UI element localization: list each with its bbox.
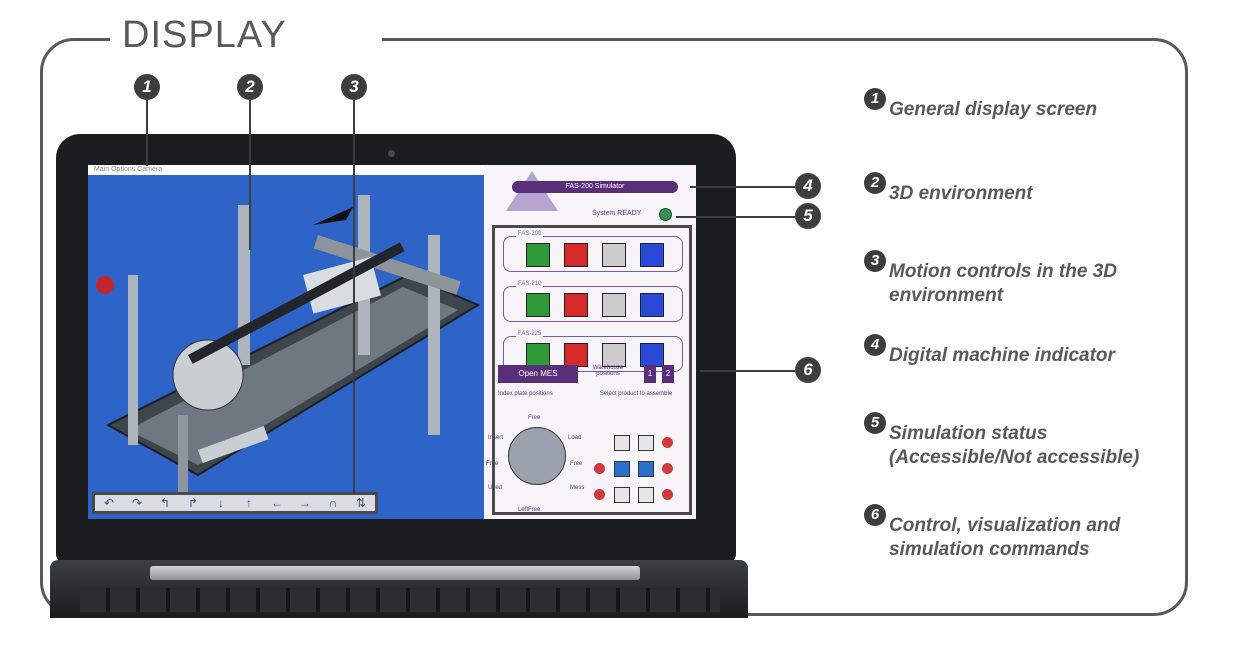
keyboard bbox=[80, 588, 720, 612]
product-select-button[interactable] bbox=[662, 437, 673, 448]
station-label: FAS-200 bbox=[516, 231, 544, 237]
product-select-button[interactable] bbox=[662, 489, 673, 500]
dial-bottom-label: LeftFree bbox=[518, 507, 541, 513]
laptop-hinge bbox=[150, 566, 640, 580]
legend-item-1: 1 General display screen bbox=[864, 88, 1184, 128]
3d-environment-view[interactable] bbox=[88, 175, 484, 519]
webcam-icon bbox=[388, 150, 395, 157]
product-select-button[interactable] bbox=[594, 489, 605, 500]
station-group-1: FAS-200 bbox=[503, 231, 683, 272]
callout-line-1 bbox=[146, 100, 148, 166]
warehouse-label: Warehouse positions bbox=[592, 365, 624, 377]
zoom-icon[interactable]: ⇅ bbox=[355, 496, 367, 510]
dial-label: Load bbox=[568, 435, 582, 441]
callout-line-3 bbox=[353, 100, 355, 494]
callout-4: 4 bbox=[795, 173, 821, 199]
dial-label: Free bbox=[570, 461, 583, 467]
warehouse-position-2[interactable]: 2 bbox=[662, 365, 674, 383]
product-select-button[interactable] bbox=[594, 463, 605, 474]
legend-number: 2 bbox=[864, 172, 886, 194]
legend-item-3: 3 Motion controls in the 3D environment bbox=[864, 250, 1184, 310]
stop-button[interactable] bbox=[564, 343, 588, 367]
index-plate-label: Index plate positions bbox=[498, 391, 553, 397]
legend-number: 3 bbox=[864, 250, 886, 272]
mode-knob[interactable] bbox=[602, 343, 626, 367]
move-right-icon[interactable]: → bbox=[299, 496, 311, 510]
product-slot[interactable] bbox=[638, 487, 654, 503]
callout-1: 1 bbox=[134, 74, 160, 100]
callout-3: 3 bbox=[341, 74, 367, 100]
legend-number: 5 bbox=[864, 412, 886, 434]
reset-button[interactable] bbox=[640, 293, 664, 317]
product-slot[interactable] bbox=[614, 461, 630, 477]
callout-5: 5 bbox=[795, 203, 821, 229]
title-gap bbox=[110, 20, 382, 60]
open-mes-button[interactable]: Open MES bbox=[498, 365, 578, 383]
move-left-icon[interactable]: ← bbox=[271, 496, 283, 510]
turn-right-icon[interactable]: ↱ bbox=[187, 496, 199, 510]
legend-text: Simulation status (Accessible/Not access… bbox=[889, 423, 1140, 468]
legend-number: 6 bbox=[864, 504, 886, 526]
callout-6: 6 bbox=[795, 357, 821, 383]
reset-button[interactable] bbox=[640, 243, 664, 267]
start-button[interactable] bbox=[526, 243, 550, 267]
station-group-3: FAS-225 bbox=[503, 331, 683, 372]
product-slot[interactable] bbox=[614, 487, 630, 503]
product-slot[interactable] bbox=[638, 461, 654, 477]
orbit-icon[interactable]: ∩ bbox=[328, 496, 338, 510]
product-slot[interactable] bbox=[638, 435, 654, 451]
dial-label: Mess bbox=[570, 485, 585, 491]
move-down-icon[interactable]: ↓ bbox=[218, 496, 224, 510]
legend-item-4: 4 Digital machine indicator bbox=[864, 334, 1184, 374]
callout-line-4 bbox=[690, 186, 795, 188]
status-label: System READY bbox=[592, 210, 642, 217]
status-led bbox=[659, 208, 672, 221]
rotate-right-icon[interactable]: ↷ bbox=[131, 496, 143, 510]
move-up-icon[interactable]: ↑ bbox=[246, 496, 252, 510]
callout-2: 2 bbox=[237, 74, 263, 100]
legend-text: 3D environment bbox=[889, 183, 1033, 204]
callout-line-5 bbox=[676, 216, 795, 218]
index-plate-dial[interactable] bbox=[508, 427, 566, 485]
mode-knob[interactable] bbox=[602, 243, 626, 267]
motion-controls-toolbar: ↶ ↷ ↰ ↱ ↓ ↑ ← → ∩ ⇅ bbox=[92, 492, 378, 514]
station-label: FAS-225 bbox=[516, 331, 544, 337]
legend-text: Control, visualization and simulation co… bbox=[889, 515, 1121, 560]
page-title: DISPLAY bbox=[122, 14, 287, 56]
rotate-left-icon[interactable]: ↶ bbox=[103, 496, 115, 510]
legend-text: Digital machine indicator bbox=[889, 345, 1115, 366]
turn-left-icon[interactable]: ↰ bbox=[159, 496, 171, 510]
callout-line-6 bbox=[700, 370, 795, 372]
machine-3d-model bbox=[96, 195, 481, 505]
select-product-label: Select product to assemble bbox=[599, 391, 673, 397]
control-panel: FAS-200 Simulator System READY FAS-200 F… bbox=[484, 165, 696, 519]
station-label: FAS-210 bbox=[516, 281, 544, 287]
product-select-button[interactable] bbox=[662, 463, 673, 474]
dial-label: Free bbox=[486, 461, 499, 467]
start-button[interactable] bbox=[526, 293, 550, 317]
legend-text: Motion controls in the 3D environment bbox=[889, 261, 1117, 306]
legend-number: 1 bbox=[864, 88, 886, 110]
stop-button[interactable] bbox=[564, 243, 588, 267]
legend-item-6: 6 Control, visualization and simulation … bbox=[864, 504, 1184, 564]
screen-menu[interactable]: Main Options Camera bbox=[88, 165, 490, 175]
dial-top-label: Free bbox=[528, 415, 541, 421]
legend-item-5: 5 Simulation status (Accessible/Not acce… bbox=[864, 412, 1184, 472]
stop-button[interactable] bbox=[564, 293, 588, 317]
product-slot[interactable] bbox=[614, 435, 630, 451]
legend-item-2: 2 3D environment bbox=[864, 172, 1184, 212]
legend-text: General display screen bbox=[889, 99, 1098, 120]
machine-indicator: FAS-200 Simulator bbox=[512, 181, 678, 193]
warehouse-position-1[interactable]: 1 bbox=[644, 365, 656, 383]
mode-knob[interactable] bbox=[602, 293, 626, 317]
dial-label: Insert bbox=[488, 435, 504, 441]
reset-button[interactable] bbox=[640, 343, 664, 367]
callout-line-2 bbox=[249, 100, 251, 250]
legend-number: 4 bbox=[864, 334, 886, 356]
dial-label: Used bbox=[488, 485, 503, 491]
station-group-2: FAS-210 bbox=[503, 281, 683, 322]
start-button[interactable] bbox=[526, 343, 550, 367]
commands-area: FAS-200 FAS-210 FAS-225 bbox=[492, 225, 692, 515]
general-display-screen: Main Options Camera ↶ ↷ ↰ ↱ ↓ ↑ ← → ∩ ⇅ bbox=[88, 165, 696, 519]
